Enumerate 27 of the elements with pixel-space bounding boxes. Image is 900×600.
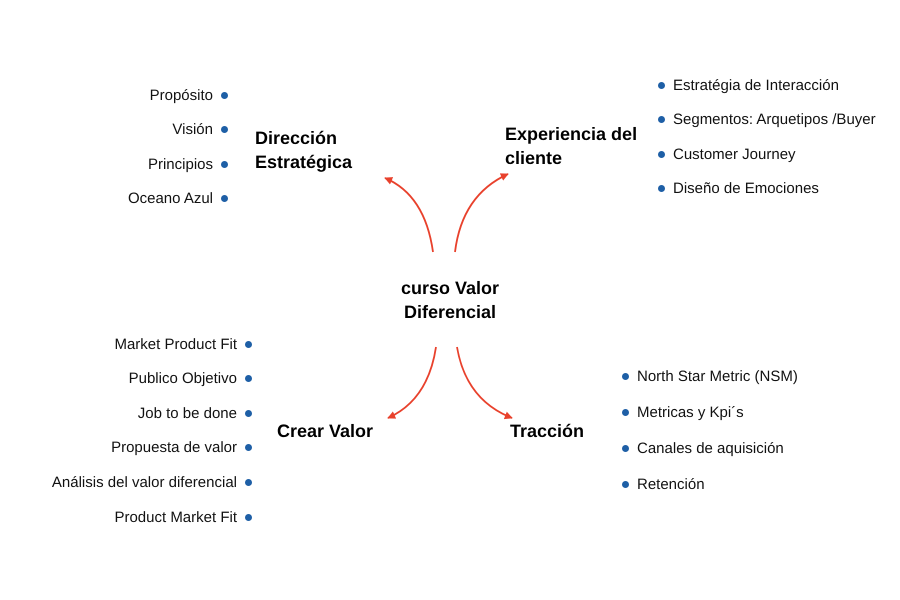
- list-item-text: Visión: [172, 121, 213, 138]
- list-item-text: Metricas y Kpi´s: [637, 404, 744, 420]
- curved-arrow: [387, 346, 437, 419]
- list-item-text: Product Market Fit: [114, 508, 237, 526]
- topic-label: Crear Valor: [277, 418, 389, 444]
- list-item-text: Propósito: [150, 86, 213, 104]
- curved-arrow: [456, 346, 513, 419]
- list-item-text: Market Product Fit: [114, 336, 237, 352]
- list-item-text: Segmentos: Arquetipos /Buyer: [673, 111, 876, 128]
- list-item-text: Publico Objetivo: [128, 370, 237, 388]
- list-item-text: Customer Journey: [673, 146, 796, 162]
- list-item-text: Oceano Azul: [128, 190, 213, 207]
- topic-label: Dirección Estratégica: [255, 122, 390, 178]
- list-item-text: Retención: [637, 476, 705, 492]
- list-item-text: Canales de aquisición: [637, 440, 784, 456]
- topic-label: Experiencia del cliente: [505, 118, 640, 174]
- list-item-text: Análisis del valor diferencial: [52, 474, 237, 491]
- list-item-text: Propuesta de valor: [111, 439, 237, 456]
- list-item-text: Job to be done: [138, 404, 237, 422]
- curved-arrow: [384, 177, 434, 252]
- curved-arrow: [454, 173, 509, 252]
- list-item-text: Diseño de Emociones: [673, 180, 819, 197]
- topic-label: Tracción: [510, 418, 600, 444]
- list-item-text: Estratégia de Interacción: [673, 76, 839, 94]
- list-item-text: Principios: [148, 156, 213, 172]
- topic-label: curso Valor Diferencial: [365, 252, 535, 347]
- list-item-text: North Star Metric (NSM): [637, 368, 798, 384]
